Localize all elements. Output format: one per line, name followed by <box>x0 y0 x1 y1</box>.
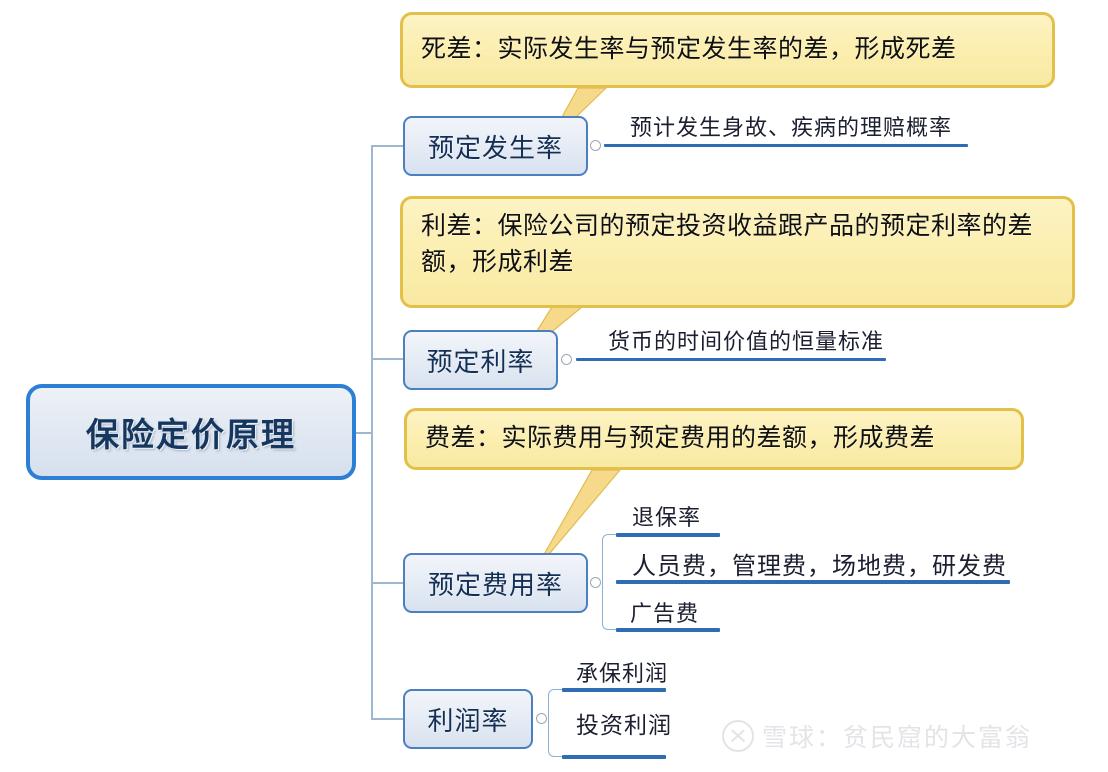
branch-item-yuding-lilv-1: 货币的时间价值的恒量标准 <box>608 324 884 356</box>
trunk-line <box>371 146 373 719</box>
callout-feicha: 费差：实际费用与预定费用的差额，形成费差 <box>404 408 1024 470</box>
connector-ring-yuding-feiyonglv <box>590 577 601 588</box>
connector-ring-yuding-lilv <box>561 354 572 365</box>
branch-underline-lirunlv-2 <box>562 755 666 759</box>
branch-bracket-yuding-feiyonglv <box>602 534 618 630</box>
branch-item-text: 人员费，管理费，场地费，研发费 <box>632 553 1007 580</box>
central-node-label: 保险定价原理 <box>86 416 296 453</box>
branch-item-yuding-feiyonglv-1: 退保率 <box>632 500 701 532</box>
callout-sicha-text: 死差：实际发生率与预定发生率的差，形成死差 <box>421 35 957 64</box>
connector-ring-yuding-fashenglv <box>590 140 601 151</box>
central-trunk-connector <box>356 431 373 434</box>
branch-underline-yuding-feiyonglv-2 <box>616 580 1010 584</box>
branch-item-lirunlv-1: 承保利润 <box>576 656 668 688</box>
branch-item-text: 广告费 <box>630 601 700 626</box>
callout-licha: 利差：保险公司的预定投资收益跟产品的预定利率的差额，形成利差 <box>400 196 1075 308</box>
watermark-text: 雪球：贫民窟的大富翁 <box>762 724 1033 752</box>
callout-sicha: 死差：实际发生率与预定发生率的差，形成死差 <box>400 12 1055 88</box>
branch-underline-yuding-feiyonglv-1 <box>616 533 720 537</box>
sub-node-yuding-lilv[interactable]: 预定利率 <box>403 330 558 390</box>
sub-node-yuding-feiyonglv-label: 预定费用率 <box>427 569 563 600</box>
branch-item-text: 投资利润 <box>576 712 672 738</box>
sub-node-yuding-fashenglv[interactable]: 预定发生率 <box>403 116 588 176</box>
branch-underline-lirunlv-1 <box>562 688 666 692</box>
branch-item-yuding-fashenglv-1: 预计发生身故、疾病的理赔概率 <box>630 110 952 142</box>
branch-item-text: 承保利润 <box>576 661 669 686</box>
sub-node-lirunlv-label: 利润率 <box>427 705 509 736</box>
branch-item-lirunlv-2: 投资利润 <box>576 706 672 740</box>
branch-item-yuding-feiyonglv-2: 人员费，管理费，场地费，研发费 <box>632 546 1007 581</box>
branch-item-yuding-feiyonglv-3: 广告费 <box>630 596 699 628</box>
stub-lirunlv <box>371 718 403 720</box>
branch-item-text: 退保率 <box>632 505 702 530</box>
sub-node-yuding-feiyonglv[interactable]: 预定费用率 <box>403 553 588 613</box>
sub-node-yuding-lilv-label: 预定利率 <box>426 346 535 377</box>
watermark: 雪球：贫民窟的大富翁 <box>722 718 1032 754</box>
branch-underline-yuding-feiyonglv-3 <box>616 628 720 632</box>
branch-item-text: 预计发生身故、疾病的理赔概率 <box>630 115 953 140</box>
sub-node-lirunlv[interactable]: 利润率 <box>403 689 533 749</box>
branch-underline-yuding-fashenglv-1 <box>604 144 968 147</box>
branch-item-text: 货币的时间价值的恒量标准 <box>608 329 885 354</box>
callout-licha-text: 利差：保险公司的预定投资收益跟产品的预定利率的差额，形成利差 <box>421 212 1034 276</box>
stub-yuding-feiyonglv <box>371 582 403 584</box>
branch-bracket-lirunlv <box>548 689 564 757</box>
central-node[interactable]: 保险定价原理 <box>26 384 356 480</box>
xueqiu-logo-icon <box>722 720 754 752</box>
sub-node-yuding-fashenglv-label: 预定发生率 <box>427 132 563 163</box>
connector-ring-lirunlv <box>536 713 547 724</box>
callout-feicha-text: 费差：实际费用与预定费用的差额，形成费差 <box>425 424 936 453</box>
stub-yuding-lilv <box>371 358 403 360</box>
stub-yuding-fashenglv <box>371 145 403 147</box>
branch-underline-yuding-lilv-1 <box>576 358 886 361</box>
